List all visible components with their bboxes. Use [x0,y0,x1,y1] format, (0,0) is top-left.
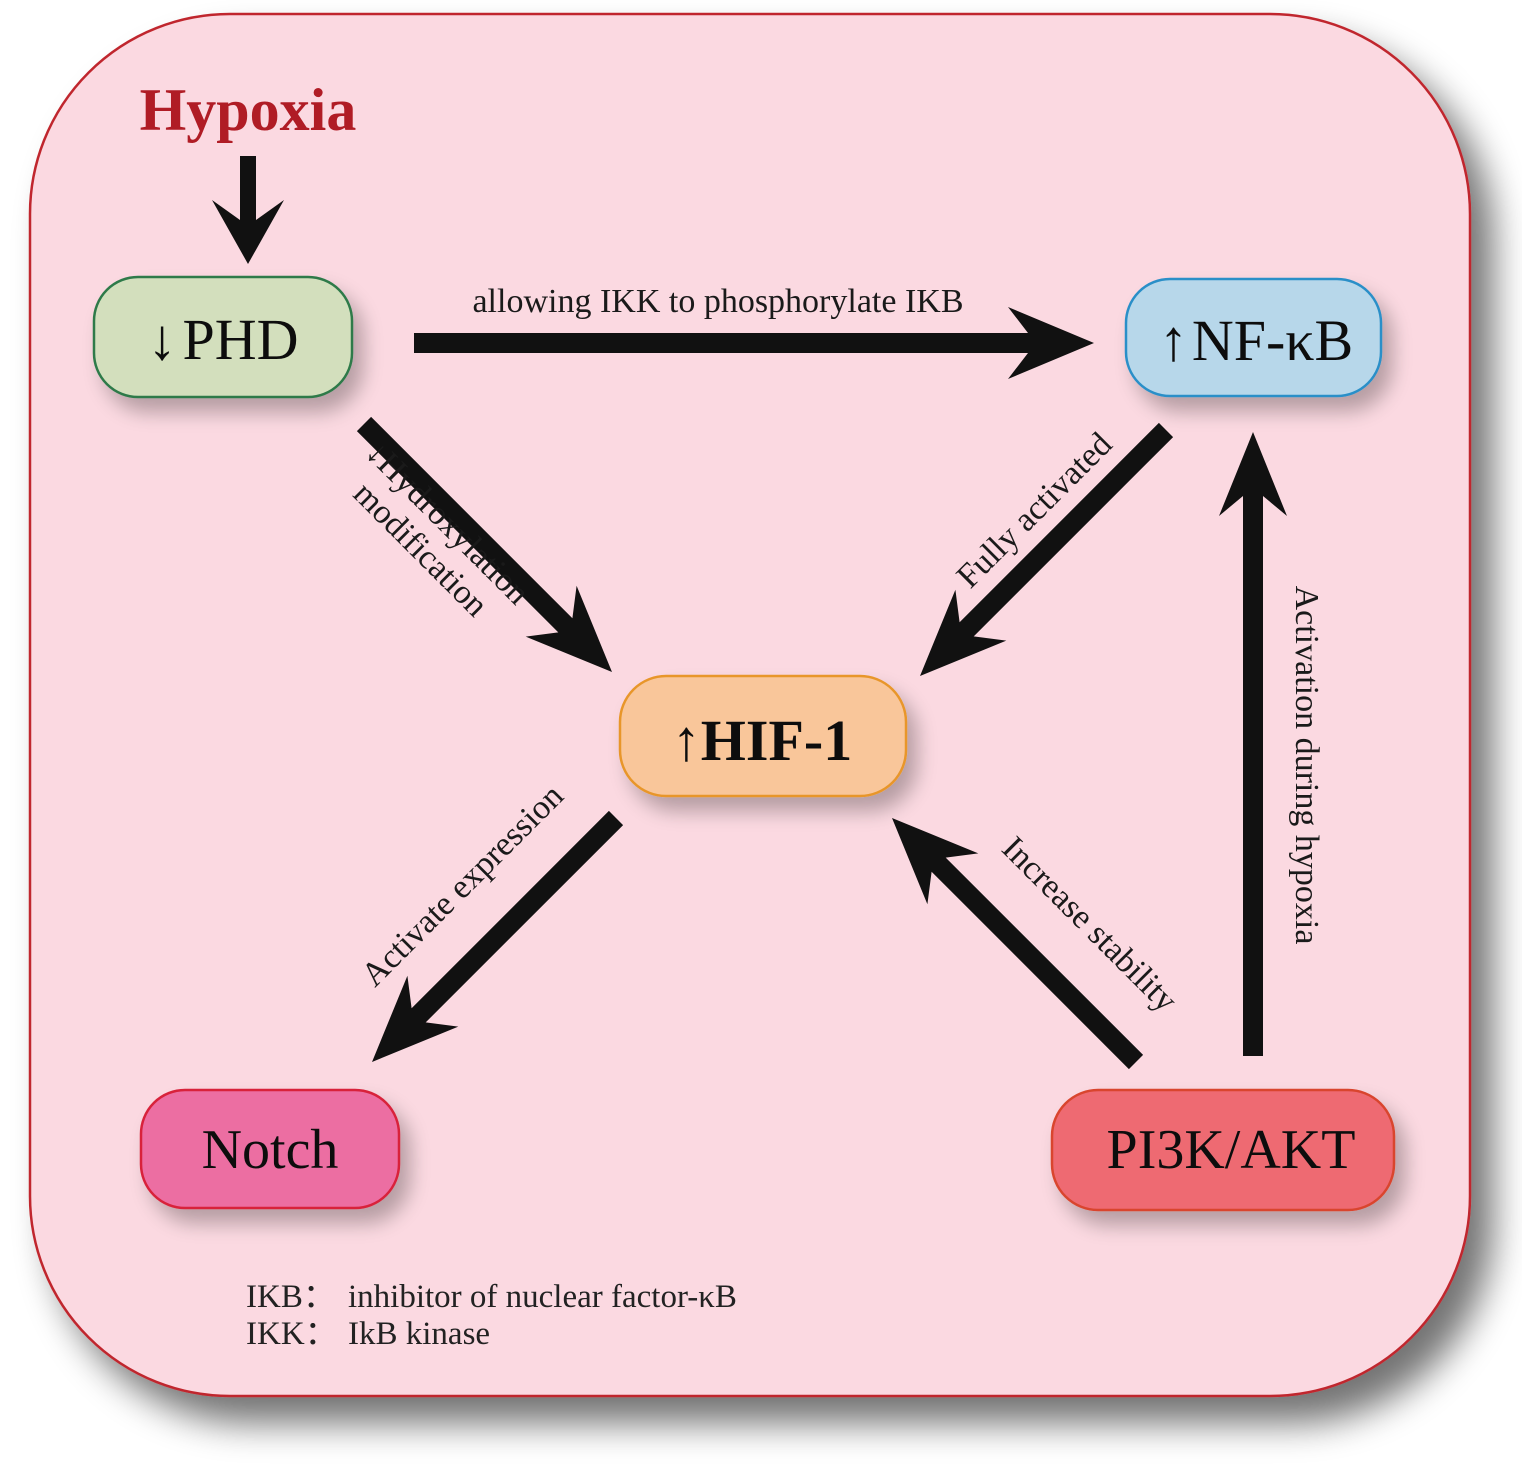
node-phd[interactable]: ↓PHD [92,275,354,399]
arrow-nfkb-to-hif1 [920,422,1174,676]
phd-box[interactable] [92,275,354,399]
increase-arrow-icon: ↑ [672,708,701,773]
pi3k-akt-box[interactable] [1050,1088,1396,1212]
notch-box[interactable] [139,1088,401,1210]
legend-def-ikb: inhibitor of nuclear factor-κB [348,1279,737,1315]
arrow-hif1-to-notch [372,810,624,1062]
svg-text:↑NF-κB: ↑NF-κB [1159,308,1353,373]
hypoxia-title: Hypoxia [140,77,357,143]
node-pi3k-akt[interactable]: PI3K/AKT [1050,1088,1396,1212]
edge-label-pi3k-nfkb: Activation during hypoxia [1288,586,1325,945]
legend-term-ikk: IKK： [246,1316,338,1352]
phd-label: PHD [182,307,298,372]
legend-def-ikk: IkB kinase [348,1316,490,1352]
legend: IKB： inhibitor of nuclear factor-κB IKK：… [246,1279,737,1352]
nfkb-label: NF-κB [1192,308,1353,373]
hif1-box[interactable] [618,674,908,798]
notch-label: Notch [202,1119,339,1181]
arrow-pi3k-to-hif1 [892,818,1144,1070]
hif1-label: HIF-1 [701,708,852,773]
arrow-pi3k-to-nfkb [1219,432,1287,1056]
node-hif1[interactable]: ↑HIF-1 [618,674,908,798]
arrows-layer [212,156,1287,1070]
edge-label-phd-nfkb: allowing IKK to phosphorylate IKB [472,283,963,320]
pi3k-akt-label: PI3K/AKT [1107,1119,1356,1181]
svg-text:↓PHD: ↓PHD [147,307,298,372]
arrow-phd-to-nfkb [414,307,1094,379]
arrow-phd-to-hif1 [356,416,612,672]
node-notch[interactable]: Notch [139,1088,401,1210]
node-nfkb[interactable]: ↑NF-κB [1124,277,1383,398]
increase-arrow-icon: ↑ [1159,308,1188,373]
decrease-arrow-icon: ↓ [147,307,176,372]
nfkb-box[interactable] [1124,277,1383,398]
arrow-hypoxia-to-phd [212,156,284,264]
legend-term-ikb: IKB： [246,1279,336,1315]
svg-text:↑HIF-1: ↑HIF-1 [672,708,852,773]
